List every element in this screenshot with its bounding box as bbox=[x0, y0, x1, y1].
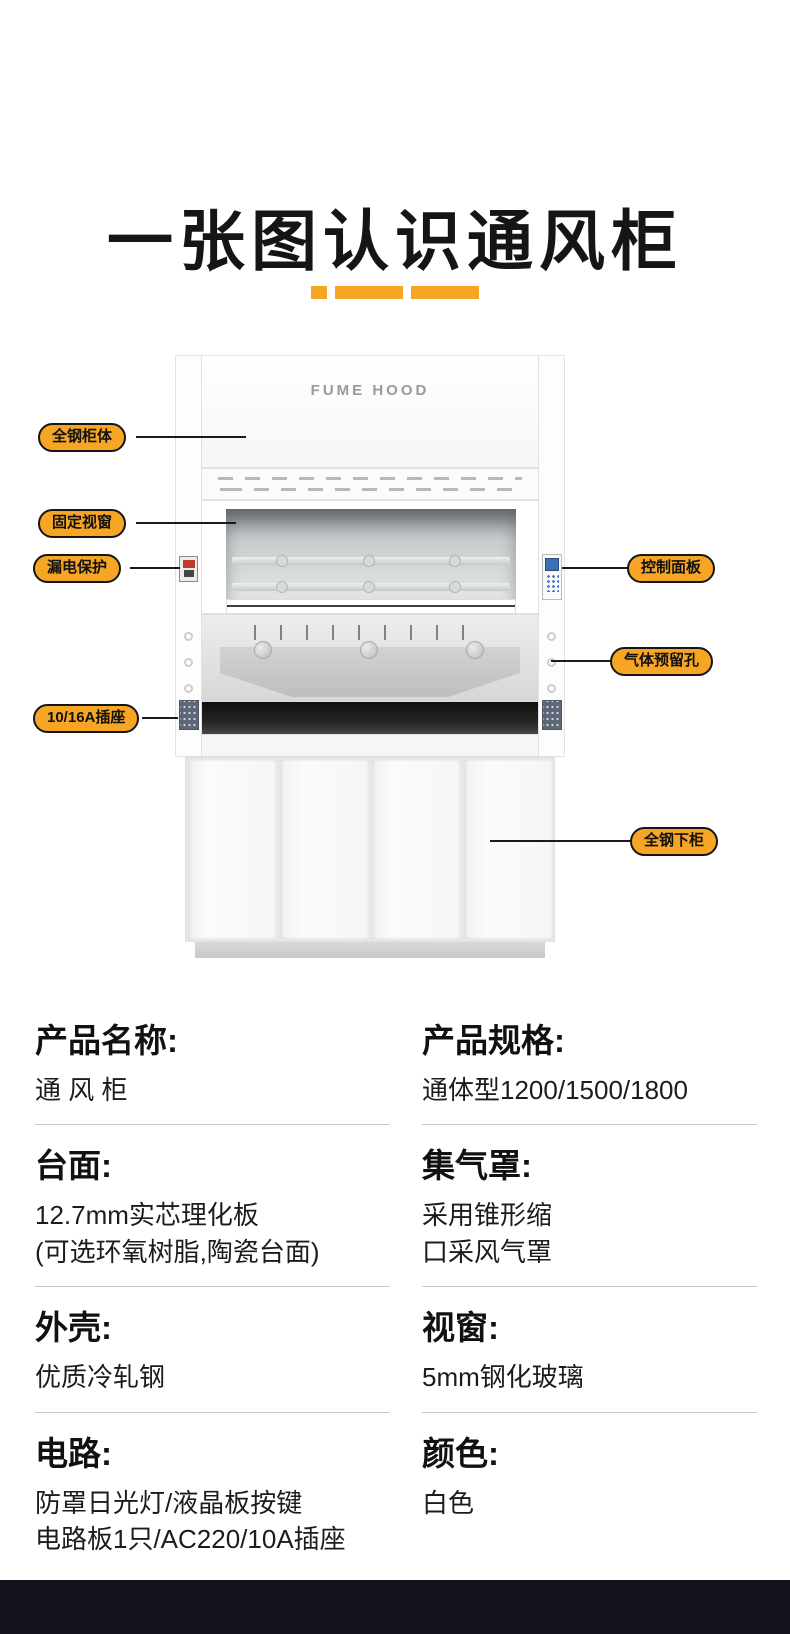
spec-value: 通 风 柜 bbox=[35, 1075, 128, 1105]
underline-segment bbox=[411, 286, 479, 299]
right-column bbox=[538, 355, 565, 757]
gas-hole bbox=[547, 632, 556, 641]
spec-item-window: 视窗: 5mm钢化玻璃 bbox=[422, 1287, 757, 1413]
spec-heading: 视窗: bbox=[422, 1309, 499, 1347]
sash-handle-line bbox=[227, 605, 515, 607]
spec-table: 产品名称: 通 风 柜 台面: 12.7mm实芯理化板 (可选环氧树脂,陶瓷台面… bbox=[35, 1000, 757, 1573]
spec-item-product-name: 产品名称: 通 风 柜 bbox=[35, 1000, 390, 1126]
spec-heading: 颜色: bbox=[422, 1434, 499, 1472]
title-underline-decoration bbox=[311, 286, 479, 299]
fixed-window bbox=[201, 500, 539, 614]
rail-knob bbox=[276, 555, 289, 567]
callout-line bbox=[490, 840, 631, 842]
gas-hole bbox=[184, 684, 193, 693]
callout-steel-body: 全钢柜体 bbox=[38, 423, 127, 452]
gas-hole bbox=[184, 632, 193, 641]
callout-line bbox=[136, 436, 246, 438]
footer-band bbox=[0, 1580, 790, 1634]
brand-label: FUME HOOD bbox=[310, 382, 430, 399]
air-slot-ticks bbox=[254, 625, 486, 640]
socket-panel-right bbox=[542, 700, 562, 730]
rail-knob bbox=[448, 581, 461, 593]
window-glass bbox=[226, 509, 516, 599]
control-panel bbox=[542, 554, 562, 600]
spec-item-product-spec: 产品规格: 通体型1200/1500/1800 bbox=[422, 1000, 757, 1126]
callout-line bbox=[130, 567, 180, 569]
callout-line bbox=[136, 522, 236, 524]
callout-line bbox=[142, 717, 178, 719]
callout-leakage-protection: 漏电保护 bbox=[33, 554, 122, 583]
vent-slot-row bbox=[218, 488, 522, 491]
callout-control-panel: 控制面板 bbox=[627, 554, 716, 583]
vent-slot-row bbox=[218, 477, 522, 480]
cabinet-door bbox=[188, 760, 277, 939]
cabinet-door bbox=[464, 760, 553, 939]
fume-hood-illustration: FUME HOOD bbox=[175, 355, 565, 960]
leakage-breaker bbox=[179, 556, 198, 582]
gas-hole bbox=[184, 658, 193, 667]
spec-heading: 台面: bbox=[35, 1147, 112, 1185]
spec-item-color: 颜色: 白色 bbox=[422, 1413, 757, 1537]
rail-knob bbox=[448, 555, 461, 567]
spec-column-right: 产品规格: 通体型1200/1500/1800 集气罩: 采用锥形缩 口采风气罩… bbox=[422, 1000, 757, 1573]
callout-gas-holes: 气体预留孔 bbox=[610, 647, 714, 676]
control-panel-screen bbox=[545, 558, 559, 571]
sash-rail bbox=[232, 581, 510, 593]
spec-value: 白色 bbox=[422, 1487, 475, 1518]
chamber-fitting bbox=[254, 641, 272, 659]
spec-item-shell: 外壳: 优质冷轧钢 bbox=[35, 1287, 390, 1413]
left-column bbox=[175, 355, 202, 757]
spec-value: 12.7mm实芯理化板 (可选环氧树脂,陶瓷台面) bbox=[35, 1200, 320, 1267]
sash-rail bbox=[232, 555, 510, 567]
rail-knob bbox=[362, 555, 375, 567]
cabinet-door bbox=[280, 760, 369, 939]
page-title: 一张图认识通风柜 bbox=[107, 204, 683, 278]
work-chamber bbox=[201, 614, 539, 702]
rail-knob bbox=[362, 581, 375, 593]
spec-heading: 电路: bbox=[35, 1434, 112, 1472]
chamber-fitting bbox=[360, 641, 378, 659]
callout-fixed-window: 固定视窗 bbox=[38, 509, 127, 538]
spec-heading: 产品规格: bbox=[422, 1022, 565, 1059]
spec-column-left: 产品名称: 通 风 柜 台面: 12.7mm实芯理化板 (可选环氧树脂,陶瓷台面… bbox=[35, 1000, 390, 1573]
spec-value: 采用锥形缩 口采风气罩 bbox=[422, 1200, 553, 1267]
spec-heading: 外壳: bbox=[35, 1309, 112, 1347]
sash-handle bbox=[226, 599, 516, 614]
worktop bbox=[199, 702, 541, 734]
lower-cabinet bbox=[185, 757, 555, 942]
callout-line bbox=[551, 660, 611, 662]
spec-value: 防罩日光灯/液晶板按键 电路板1只/AC220/10A插座 bbox=[35, 1487, 346, 1554]
spec-value: 5mm钢化玻璃 bbox=[422, 1362, 584, 1393]
worktop-support bbox=[201, 734, 539, 757]
spec-item-gas-hood: 集气罩: 采用锥形缩 口采风气罩 bbox=[422, 1125, 757, 1288]
rail-knob bbox=[276, 581, 289, 593]
spec-value: 优质冷轧钢 bbox=[35, 1362, 166, 1393]
control-panel-keys bbox=[545, 573, 559, 592]
hood-top-panel: FUME HOOD bbox=[201, 355, 539, 468]
underline-segment bbox=[311, 286, 327, 299]
socket-panel-left bbox=[179, 700, 199, 730]
callout-line bbox=[562, 567, 628, 569]
chamber-fitting bbox=[466, 641, 484, 659]
spec-heading: 产品名称: bbox=[35, 1022, 178, 1059]
callout-socket: 10/16A插座 bbox=[33, 704, 140, 733]
gas-hole bbox=[547, 658, 556, 667]
spec-item-countertop: 台面: 12.7mm实芯理化板 (可选环氧树脂,陶瓷台面) bbox=[35, 1125, 390, 1288]
spec-item-circuit: 电路: 防罩日光灯/液晶板按键 电路板1只/AC220/10A插座 bbox=[35, 1413, 390, 1574]
gas-hole bbox=[547, 684, 556, 693]
spec-value: 通体型1200/1500/1800 bbox=[422, 1075, 688, 1105]
callout-lower-cabinet: 全钢下柜 bbox=[630, 827, 719, 856]
cabinet-door bbox=[372, 760, 461, 939]
vent-slots bbox=[201, 468, 539, 500]
underline-segment bbox=[335, 286, 403, 299]
spec-heading: 集气罩: bbox=[422, 1147, 532, 1185]
cabinet-base bbox=[195, 942, 545, 958]
